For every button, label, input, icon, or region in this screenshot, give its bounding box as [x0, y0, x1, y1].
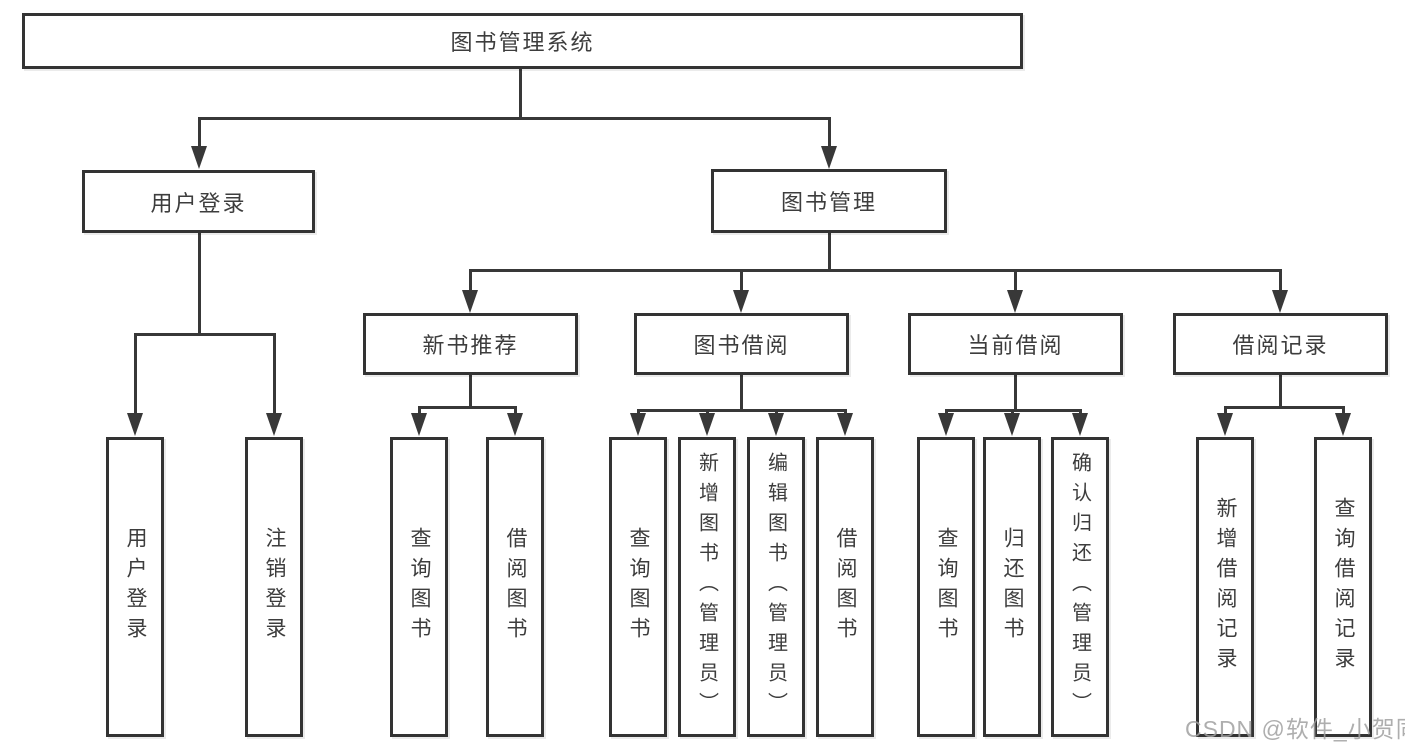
arrow-down-icon [191, 146, 207, 169]
leaf-confirm-return-admin: 确认归还（管理员） [1051, 437, 1109, 737]
leaf-query-books-current: 查询图书 [917, 437, 975, 737]
connector-rail [1224, 406, 1345, 409]
arrow-down-icon [837, 413, 853, 436]
connector-arm [198, 117, 201, 148]
connector-arm [1279, 269, 1282, 292]
connector-arm [514, 406, 517, 415]
arrow-down-icon [699, 413, 715, 436]
connector-stub [198, 231, 201, 335]
csdn-watermark: CSDN @软件_小贺同学 [1185, 716, 1405, 742]
connector-arm [828, 117, 831, 148]
leaf-query-books-recommend: 查询图书 [390, 437, 448, 737]
connector-root-stub [519, 66, 522, 118]
connector-level2-rail [469, 269, 1282, 272]
connector-arm [740, 269, 743, 292]
node-book-borrow: 图书借阅 [634, 313, 849, 375]
leaf-logout: 注销登录 [245, 437, 303, 737]
connector-arm [844, 409, 847, 415]
node-book-management: 图书管理 [711, 169, 947, 233]
leaf-add-borrow-record: 新增借阅记录 [1196, 437, 1254, 737]
node-library-system: 图书管理系统 [22, 13, 1023, 69]
connector-stub [469, 373, 472, 409]
connector-arm [945, 409, 948, 415]
connector-arm [706, 409, 709, 415]
leaf-borrow-books: 借阅图书 [816, 437, 874, 737]
arrow-down-icon [768, 413, 784, 436]
connector-rail [134, 333, 276, 336]
arrow-down-icon [938, 413, 954, 436]
node-user-login: 用户登录 [82, 170, 315, 233]
node-current-borrow: 当前借阅 [908, 313, 1123, 375]
arrow-down-icon [733, 290, 749, 313]
connector-stub [1014, 373, 1017, 412]
connector-arm [1342, 406, 1345, 415]
arrow-down-icon [1272, 290, 1288, 313]
arrow-down-icon [462, 290, 478, 313]
connector-arm [775, 409, 778, 415]
arrow-down-icon [127, 413, 143, 436]
connector-stub [740, 373, 743, 412]
arrow-down-icon [1217, 413, 1233, 436]
arrow-down-icon [411, 413, 427, 436]
connector-arm [1014, 269, 1017, 292]
connector-arm [1224, 406, 1227, 415]
node-new-book-recommend: 新书推荐 [363, 313, 578, 375]
arrow-down-icon [1335, 413, 1351, 436]
arrow-down-icon [1007, 290, 1023, 313]
connector-arm [469, 269, 472, 292]
connector-arm [1079, 409, 1082, 415]
connector-arm [418, 406, 421, 415]
connector-rail [418, 406, 517, 409]
arrow-down-icon [507, 413, 523, 436]
connector-stub [828, 231, 831, 272]
leaf-edit-book-admin: 编辑图书（管理员） [747, 437, 805, 737]
arrow-down-icon [1004, 413, 1020, 436]
arrow-down-icon [266, 413, 282, 436]
leaf-return-books: 归还图书 [983, 437, 1041, 737]
leaf-borrow-books-recommend: 借阅图书 [486, 437, 544, 737]
node-borrow-records: 借阅记录 [1173, 313, 1388, 375]
leaf-user-login: 用户登录 [106, 437, 164, 737]
connector-arm [273, 333, 276, 415]
connector-arm [134, 333, 137, 415]
arrow-down-icon [821, 146, 837, 169]
connector-rail [637, 409, 847, 412]
connector-level1-rail [198, 117, 831, 120]
arrow-down-icon [1072, 413, 1088, 436]
leaf-query-books-borrow: 查询图书 [609, 437, 667, 737]
connector-arm [1011, 409, 1014, 415]
leaf-add-book-admin: 新增图书（管理员） [678, 437, 736, 737]
connector-stub [1279, 373, 1282, 409]
arrow-down-icon [630, 413, 646, 436]
connector-arm [637, 409, 640, 415]
leaf-query-borrow-record: 查询借阅记录 [1314, 437, 1372, 737]
